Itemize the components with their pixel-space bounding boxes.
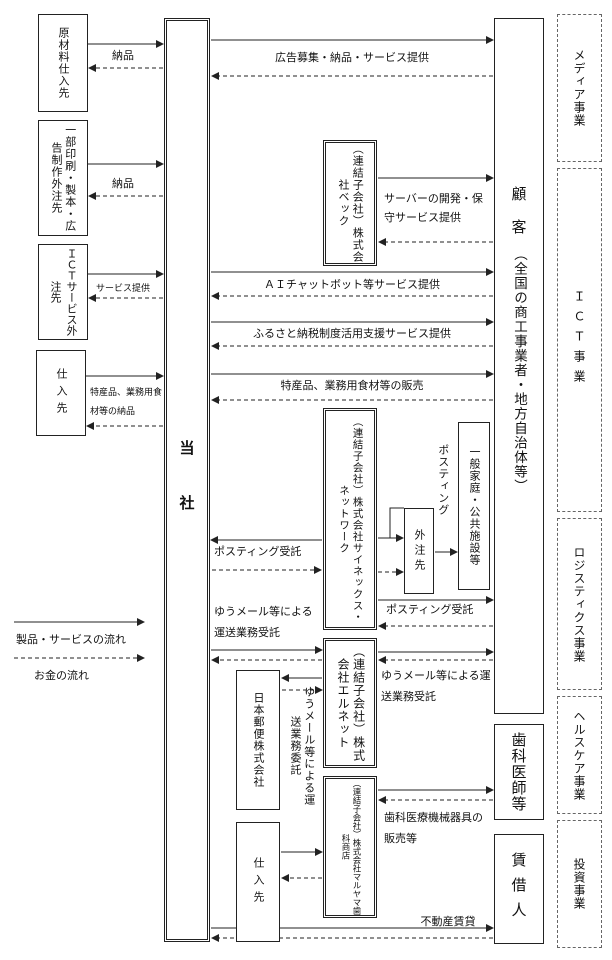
dentists-label: 歯科医師等 bbox=[509, 732, 528, 812]
label-posting-order-2: ポスティング受託 bbox=[386, 603, 474, 616]
segment-logistics-label: ロジスティクス事業 bbox=[572, 545, 586, 663]
customer-box: 顧客 （全国の商工事業者・地方自治体等） bbox=[494, 18, 544, 714]
label-ai: ＡＩチャットボット等サービス提供 bbox=[264, 278, 440, 291]
segment-media: メディア事業 bbox=[557, 14, 602, 162]
label-yumail-order-1: ゆうメール等による運送業務受託 bbox=[214, 605, 313, 639]
japan-post-box: 日本郵便株式会社 bbox=[236, 670, 280, 810]
label-server: サーバーの開発・保守サービス提供 bbox=[384, 192, 483, 224]
customer-subtitle: （全国の商工事業者・地方自治体等） bbox=[511, 247, 527, 494]
company-box: 当社 bbox=[164, 18, 210, 942]
customer-title: 顧客 bbox=[509, 186, 528, 252]
label-yumail-commission: ゆうメール等による運送業務委託 bbox=[289, 686, 316, 806]
lessee-label: 賃借人 bbox=[509, 851, 528, 927]
segment-investment-label: 投資事業 bbox=[572, 858, 586, 910]
outsource-posting-box: 外注先 bbox=[404, 508, 434, 594]
segment-ict-label: ＩＣＴ事業 bbox=[572, 290, 586, 390]
label-posting-order-1: ポスティング受託 bbox=[214, 545, 302, 558]
segment-media-label: メディア事業 bbox=[572, 49, 586, 127]
label-service-provision: サービス提供 bbox=[96, 284, 151, 294]
segment-ict: ＩＣＴ事業 bbox=[557, 168, 602, 512]
subsidiary-elnet: （連結子会社）株式会社エルネット bbox=[323, 638, 377, 768]
legend-money-label: お金の流れ bbox=[34, 669, 89, 682]
supplier-raw-material: 原材料仕入先 bbox=[38, 14, 88, 112]
subsidiary-sainex: （連結子会社）株式会社サイネックス・ネットワーク bbox=[323, 408, 377, 630]
connector-sainex-outsource bbox=[389, 507, 404, 538]
company-label: 当社 bbox=[177, 440, 196, 550]
segment-healthcare: ヘルスケア事業 bbox=[557, 696, 602, 814]
label-furusato: ふるさと納税制度活用支援サービス提供 bbox=[253, 327, 451, 340]
segment-healthcare-label: ヘルスケア事業 bbox=[572, 709, 586, 801]
legend-products-label: 製品・サービスの流れ bbox=[16, 633, 126, 646]
supplier-print-outsource: 一部印刷・製本・広告制作外注先 bbox=[38, 120, 88, 236]
label-delivery-2: 納品 bbox=[112, 177, 134, 190]
segment-logistics: ロジスティクス事業 bbox=[557, 518, 602, 690]
supplier-purchase-1: 仕入先 bbox=[36, 350, 86, 436]
dentists-box: 歯科医師等 bbox=[494, 724, 544, 820]
supplier-purchase-2: 仕入先 bbox=[236, 822, 280, 942]
label-dental-sales: 歯科医療機械器具の販売等 bbox=[384, 811, 483, 845]
label-real-estate: 不動産賃貸 bbox=[420, 915, 476, 928]
segment-investment: 投資事業 bbox=[557, 820, 602, 948]
households-box: 一般家庭・公共施設等 bbox=[458, 422, 490, 590]
label-ad: 広告募集・納品・サービス提供 bbox=[275, 51, 429, 64]
lessee-box: 賃借人 bbox=[494, 834, 544, 944]
label-yumail-order-2: ゆうメール等による運送業務受託 bbox=[381, 669, 491, 703]
subsidiary-bec: （連結子会社）株式会社ベック bbox=[323, 140, 377, 266]
subsidiary-maruyama: （連結子会社）株式会社マルヤマ歯科商店 bbox=[323, 776, 377, 918]
label-specialty-sales: 特産品、業務用食材等の販売 bbox=[280, 379, 424, 392]
label-specialty-delivery: 特産品、業務用食材等の納品 bbox=[90, 388, 163, 417]
label-posting: ポスティング bbox=[436, 444, 450, 516]
supplier-ict-service: ＩＣＴサービス外注先 bbox=[38, 244, 88, 340]
label-delivery-1: 納品 bbox=[112, 49, 134, 62]
